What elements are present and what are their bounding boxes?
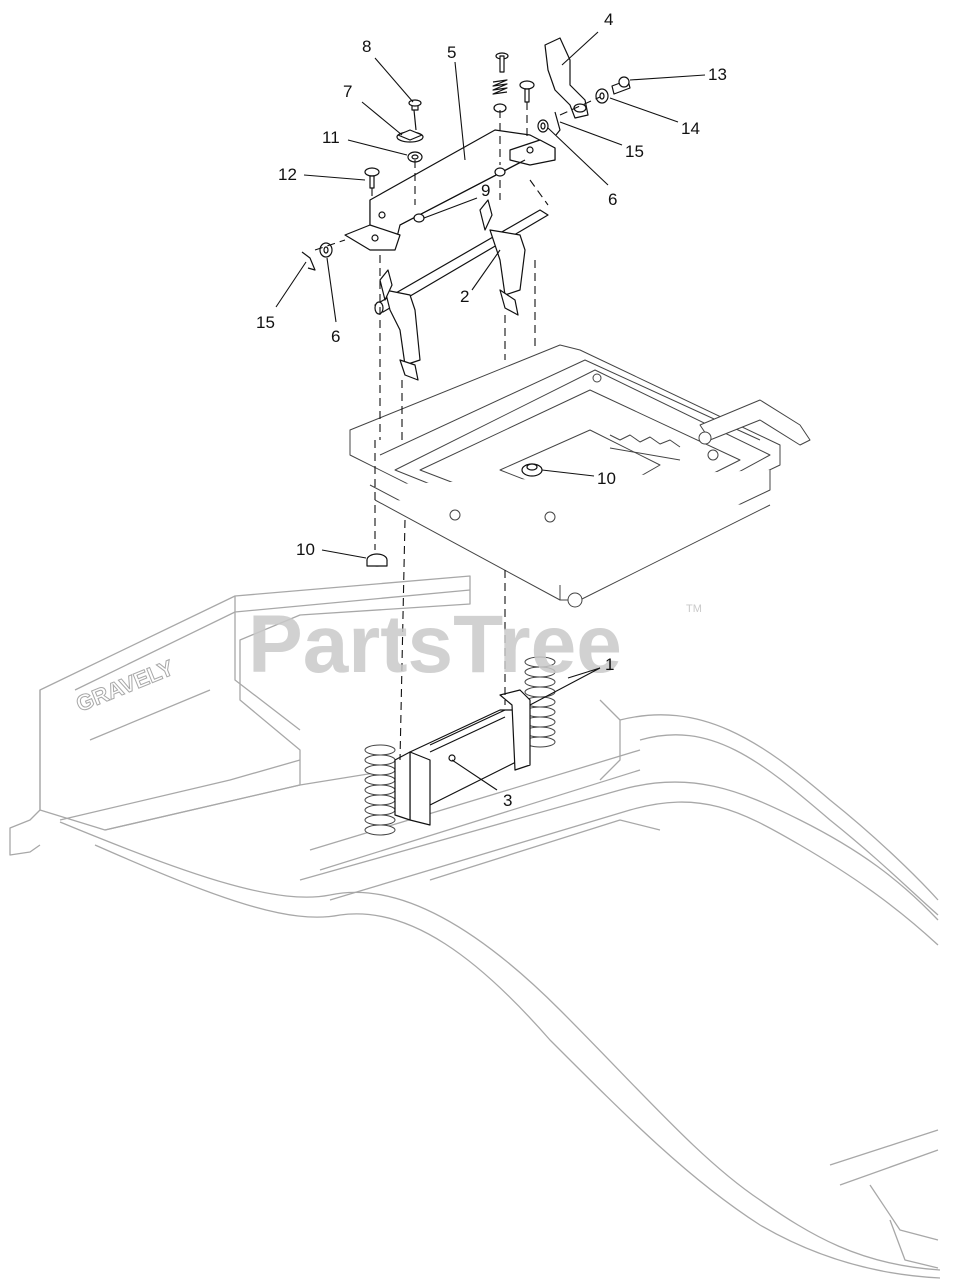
watermark-trademark: TM (686, 603, 702, 615)
pin-right (519, 80, 535, 103)
callout-14: 14 (681, 119, 700, 138)
spring-left (364, 744, 396, 836)
callout-10-upper: 10 (597, 469, 616, 488)
bushing-6-left (319, 242, 333, 258)
upper-mount-bracket (344, 129, 556, 251)
flange-nut-upper (521, 463, 543, 477)
callout-15-right: 15 (625, 142, 644, 161)
clip-15-right (554, 111, 561, 136)
callout-1: 1 (605, 655, 614, 674)
callout-10-lower: 10 (296, 540, 315, 559)
bolt-8 (408, 99, 422, 131)
callout-13: 13 (708, 65, 727, 84)
callout-3: 3 (503, 791, 512, 810)
callout-11: 11 (322, 128, 340, 147)
callout-12: 12 (278, 165, 297, 184)
callout-7: 7 (343, 82, 352, 101)
clip-15-left (301, 251, 316, 271)
callout-8: 8 (362, 37, 371, 56)
callout-6-right: 6 (608, 190, 617, 209)
bolt-13 (611, 76, 631, 95)
flange-nut-lower (366, 553, 388, 567)
callout-4: 4 (604, 10, 613, 29)
seat-suspension-assembly (364, 656, 556, 836)
callout-15-left: 15 (256, 313, 275, 332)
release-handle (544, 37, 589, 119)
chassis-frame: GRAVELY (9, 575, 941, 1279)
spring-right (524, 656, 556, 748)
bushing-6-right (537, 119, 549, 133)
callout-9: 9 (481, 181, 490, 200)
callout-5: 5 (447, 43, 456, 62)
lower-suspension-bracket (394, 689, 531, 826)
watermark-text: PartsTree (248, 599, 622, 690)
bolt-right-top (492, 52, 509, 177)
callouts: 1 2 3 4 5 6 6 7 8 9 10 10 11 12 13 14 15 (256, 10, 727, 810)
washer-14 (595, 88, 609, 104)
pin-12 (364, 167, 380, 189)
callout-6-left: 6 (331, 327, 340, 346)
washer-11 (407, 151, 423, 163)
callout-2: 2 (460, 287, 469, 306)
seat-base-assembly (349, 344, 811, 608)
assembly-lines (314, 96, 601, 761)
nut-9 (413, 213, 425, 223)
spring-washer-7 (396, 129, 424, 143)
